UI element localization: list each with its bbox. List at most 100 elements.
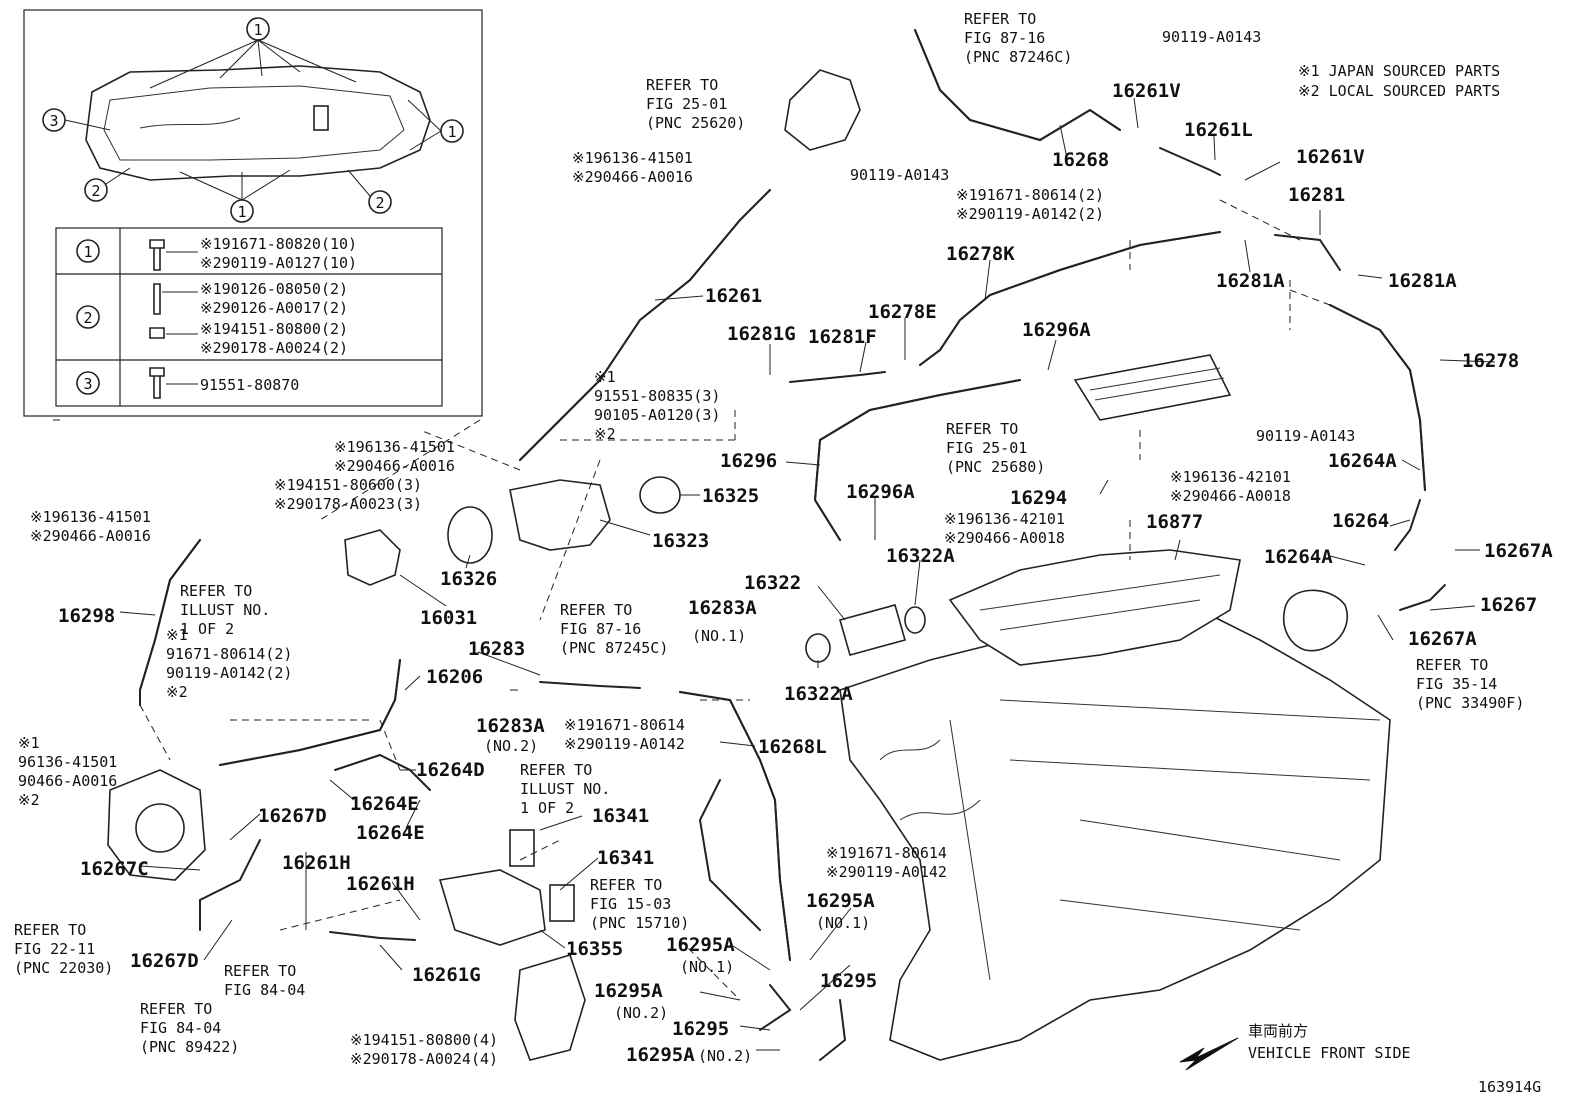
reference-note-line: (PNC 22030) <box>14 959 113 977</box>
fastener-part-number-line: 90119-A0143 <box>850 166 949 184</box>
callout-2-left: 2 <box>84 167 131 202</box>
hose-16264D <box>334 753 431 791</box>
egr-cooler <box>1073 354 1232 421</box>
reference-note-line: REFER TO <box>140 1000 212 1018</box>
part-number-16877: 16877 <box>1146 511 1203 533</box>
svg-text:※194151-80800(2): ※194151-80800(2) <box>200 320 348 338</box>
hose-16261L <box>1159 147 1221 176</box>
fastener-part-number-line: ※290119-A0142(2) <box>956 205 1104 223</box>
part-number-16264E: 16264E <box>350 793 419 815</box>
part-number-16283: 16283 <box>468 638 525 660</box>
svg-text:2: 2 <box>91 182 100 200</box>
hose-16261G <box>329 931 416 941</box>
reference-note-line: REFER TO <box>224 962 296 980</box>
fastener-part-number-line: ※2 <box>166 683 188 701</box>
reference-note-line: (PNC 25620) <box>646 114 745 132</box>
part-number-16264A: 16264A <box>1264 546 1333 568</box>
sub-label: (NO.1) <box>680 958 734 976</box>
hose-16264 <box>1394 499 1421 551</box>
callout-2-right: 2 <box>347 169 392 214</box>
part-number-16278E: 16278E <box>868 301 937 323</box>
svg-text:2: 2 <box>83 309 92 327</box>
bolt-icon <box>149 239 165 271</box>
part-number-16278: 16278 <box>1462 350 1519 372</box>
part-number-16296A: 16296A <box>846 481 915 503</box>
hose-16295-right <box>819 999 847 1061</box>
part-number-16296: 16296 <box>720 450 777 472</box>
svg-text:※190126-08050(2): ※190126-08050(2) <box>200 280 348 298</box>
reference-note-line: ILLUST NO. <box>520 780 610 798</box>
water-outlet-16323 <box>509 479 611 551</box>
reference-note-line: FIG 25-01 <box>946 439 1027 457</box>
reference-note-line: REFER TO <box>590 876 662 894</box>
part-number-16264D: 16264D <box>416 759 485 781</box>
reference-note-line: FIG 87-16 <box>560 620 641 638</box>
front-label-jp: 車両前方 <box>1248 1022 1308 1040</box>
linework <box>50 29 1446 1061</box>
part-number-16283A: 16283A <box>476 715 545 737</box>
reference-note-line: (PNC 25680) <box>946 458 1045 476</box>
hose-16267C <box>199 839 261 931</box>
svg-text:1: 1 <box>447 123 456 141</box>
fastener-part-number-line: 90119-A0143 <box>1256 427 1355 445</box>
svg-text:※290126-A0017(2): ※290126-A0017(2) <box>200 299 348 317</box>
part-number-16295A: 16295A <box>626 1044 695 1066</box>
fastener-part-number-line: 90466-A0016 <box>18 772 117 790</box>
reference-note-line: REFER TO <box>14 921 86 939</box>
fastener-part-number-line: 90119-A0142(2) <box>166 664 292 682</box>
stud-icon <box>153 283 161 315</box>
inset-panel: 1 1 1 2 2 3 <box>23 9 483 417</box>
part-number-16281F: 16281F <box>808 326 877 348</box>
reference-note-line: 1 OF 2 <box>520 799 574 817</box>
fastener-part-number-line: 90105-A0120(3) <box>594 406 720 424</box>
gasket-16325 <box>639 476 681 514</box>
svg-text:2: 2 <box>375 194 384 212</box>
fastener-part-number-line: ※196136-41501 <box>30 508 151 526</box>
part-number-16295A: 16295A <box>666 934 735 956</box>
svg-text:3: 3 <box>83 375 92 393</box>
gasket-16326 <box>447 506 493 564</box>
part-number-16281: 16281 <box>1288 184 1345 206</box>
fastener-part-number-line: 91551-80835(3) <box>594 387 720 405</box>
gasket-16341b <box>549 884 575 922</box>
front-arrow-icon <box>1179 1037 1239 1071</box>
bolt-icon <box>149 367 165 399</box>
oil-cooler <box>1283 589 1348 652</box>
hose-16281 <box>1274 234 1341 271</box>
svg-text:1: 1 <box>83 243 92 261</box>
leaders <box>119 97 1496 1071</box>
fastener-part-number-line: ※196136-42101 <box>1170 468 1291 486</box>
svg-text:91551-80870: 91551-80870 <box>200 376 299 394</box>
svg-text:1: 1 <box>237 203 246 221</box>
reference-note-line: FIG 25-01 <box>646 95 727 113</box>
svg-text:3: 3 <box>49 112 58 130</box>
part-number-16295A: 16295A <box>594 980 663 1002</box>
reference-note-line: FIG 22-11 <box>14 940 95 958</box>
reference-note-line: FIG 87-16 <box>964 29 1045 47</box>
part-number-16267A: 16267A <box>1408 628 1477 650</box>
note-japan-sourced: ※1 JAPAN SOURCED PARTS <box>1298 62 1500 80</box>
sub-label: (NO.2) <box>698 1047 752 1065</box>
fastener-part-number-line: ※191671-80614(2) <box>956 186 1104 204</box>
part-number-16261V: 16261V <box>1296 146 1365 168</box>
fastener-part-number-line: ※290119-A0142 <box>564 735 685 753</box>
fastener-part-number-line: ※1 <box>18 734 40 752</box>
part-number-16264A: 16264A <box>1328 450 1397 472</box>
part-number-16268: 16268 <box>1052 149 1109 171</box>
hose-16267 <box>1399 584 1446 611</box>
nut-icon <box>149 327 165 339</box>
fastener-part-number-line: 90119-A0143 <box>1162 28 1261 46</box>
part-number-16355: 16355 <box>566 938 623 960</box>
part-number-16298: 16298 <box>58 605 115 627</box>
fastener-part-number-line: ※2 <box>18 791 40 809</box>
part-number-16341: 16341 <box>592 805 649 827</box>
reference-note-line: REFER TO <box>180 582 252 600</box>
note-local-sourced: ※2 LOCAL SOURCED PARTS <box>1298 82 1500 100</box>
svg-text:1: 1 <box>253 21 262 39</box>
part-number-16295: 16295 <box>820 970 877 992</box>
part-number-16322A: 16322A <box>886 545 955 567</box>
reference-note-line: FIG 15-03 <box>590 895 671 913</box>
part-number-16326: 16326 <box>440 568 497 590</box>
reference-note-line: REFER TO <box>646 76 718 94</box>
